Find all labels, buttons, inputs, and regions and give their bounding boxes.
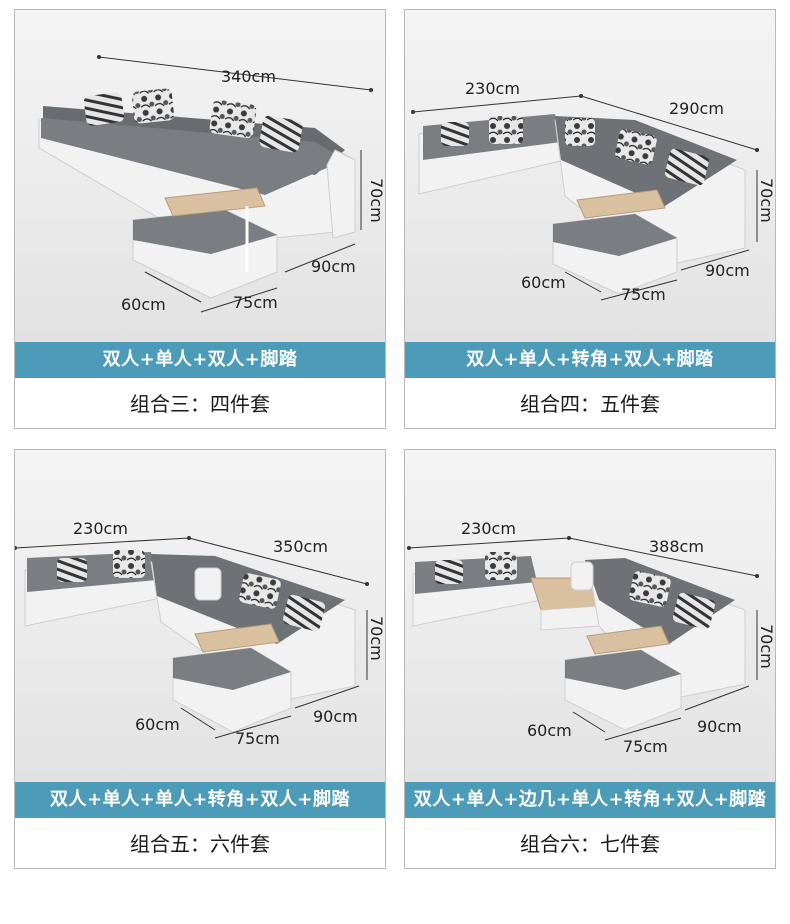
dim-depth: 90cm	[311, 257, 356, 276]
sofa-scene: 230cm 290cm 70cm 90cm 75cm 60cm	[405, 10, 775, 342]
dim-height: 70cm	[757, 624, 775, 669]
dim-ottoman-width: 75cm	[235, 729, 280, 748]
dim-left-length: 230cm	[461, 519, 516, 538]
dim-ottoman-depth: 60cm	[121, 295, 166, 314]
dim-height: 70cm	[367, 178, 385, 223]
sofa-illustration: 230cm 350cm 70cm 90cm 75cm 60cm	[15, 519, 385, 748]
product-card-combo-5[interactable]: 230cm 350cm 70cm 90cm 75cm 60cm 双人+单人+单人…	[14, 449, 386, 869]
dim-right-length: 388cm	[649, 537, 704, 556]
sofa-illustration: 230cm 290cm 70cm 90cm 75cm 60cm	[411, 79, 775, 304]
combo-caption: 组合六：七件套	[520, 832, 660, 856]
dim-right-length: 290cm	[669, 99, 724, 118]
sofa-illustration: 230cm 388cm 70cm 90cm 75cm 60cm	[407, 519, 775, 756]
product-card-combo-3[interactable]: 340cm 70cm 90cm 75cm 60cm 双人+单人+双人+脚踏 组合…	[14, 9, 386, 429]
dim-depth: 90cm	[697, 717, 742, 736]
sofa-illustration: 340cm 70cm 90cm 75cm 60cm	[38, 55, 385, 314]
dim-ottoman-depth: 60cm	[521, 273, 566, 292]
dim-right-length: 350cm	[273, 537, 328, 556]
product-card-combo-6[interactable]: 230cm 388cm 70cm 90cm 75cm 60cm 双人+单人+边几…	[404, 449, 776, 869]
combo-label-bar: 双人+单人+单人+转角+双人+脚踏	[15, 782, 385, 818]
dim-left-length: 230cm	[73, 519, 128, 538]
sofa-scene: 340cm 70cm 90cm 75cm 60cm	[15, 10, 385, 342]
combo-label-bar: 双人+单人+双人+脚踏	[15, 342, 385, 378]
sofa-scene: 230cm 350cm 70cm 90cm 75cm 60cm	[15, 450, 385, 782]
sofa-scene: 230cm 388cm 70cm 90cm 75cm 60cm	[405, 450, 775, 782]
combo-label-bar: 双人+单人+转角+双人+脚踏	[405, 342, 775, 378]
dim-ottoman-depth: 60cm	[527, 721, 572, 740]
dim-height: 70cm	[367, 616, 385, 661]
dim-ottoman-width: 75cm	[621, 285, 666, 304]
dim-left-length: 230cm	[465, 79, 520, 98]
dim-depth: 90cm	[705, 261, 750, 280]
dim-ottoman-depth: 60cm	[135, 715, 180, 734]
dim-ottoman-width: 75cm	[623, 737, 668, 756]
combo-caption: 组合五：六件套	[130, 832, 270, 856]
dim-ottoman-width: 75cm	[233, 293, 278, 312]
product-card-combo-4[interactable]: 230cm 290cm 70cm 90cm 75cm 60cm 双人+单人+转角…	[404, 9, 776, 429]
dim-depth: 90cm	[313, 707, 358, 726]
dim-height: 70cm	[757, 178, 775, 223]
dim-total-length: 340cm	[221, 67, 276, 86]
combo-label-bar: 双人+单人+边几+单人+转角+双人+脚踏	[405, 782, 775, 818]
combo-caption: 组合三：四件套	[130, 392, 270, 416]
combo-caption: 组合四：五件套	[520, 392, 660, 416]
